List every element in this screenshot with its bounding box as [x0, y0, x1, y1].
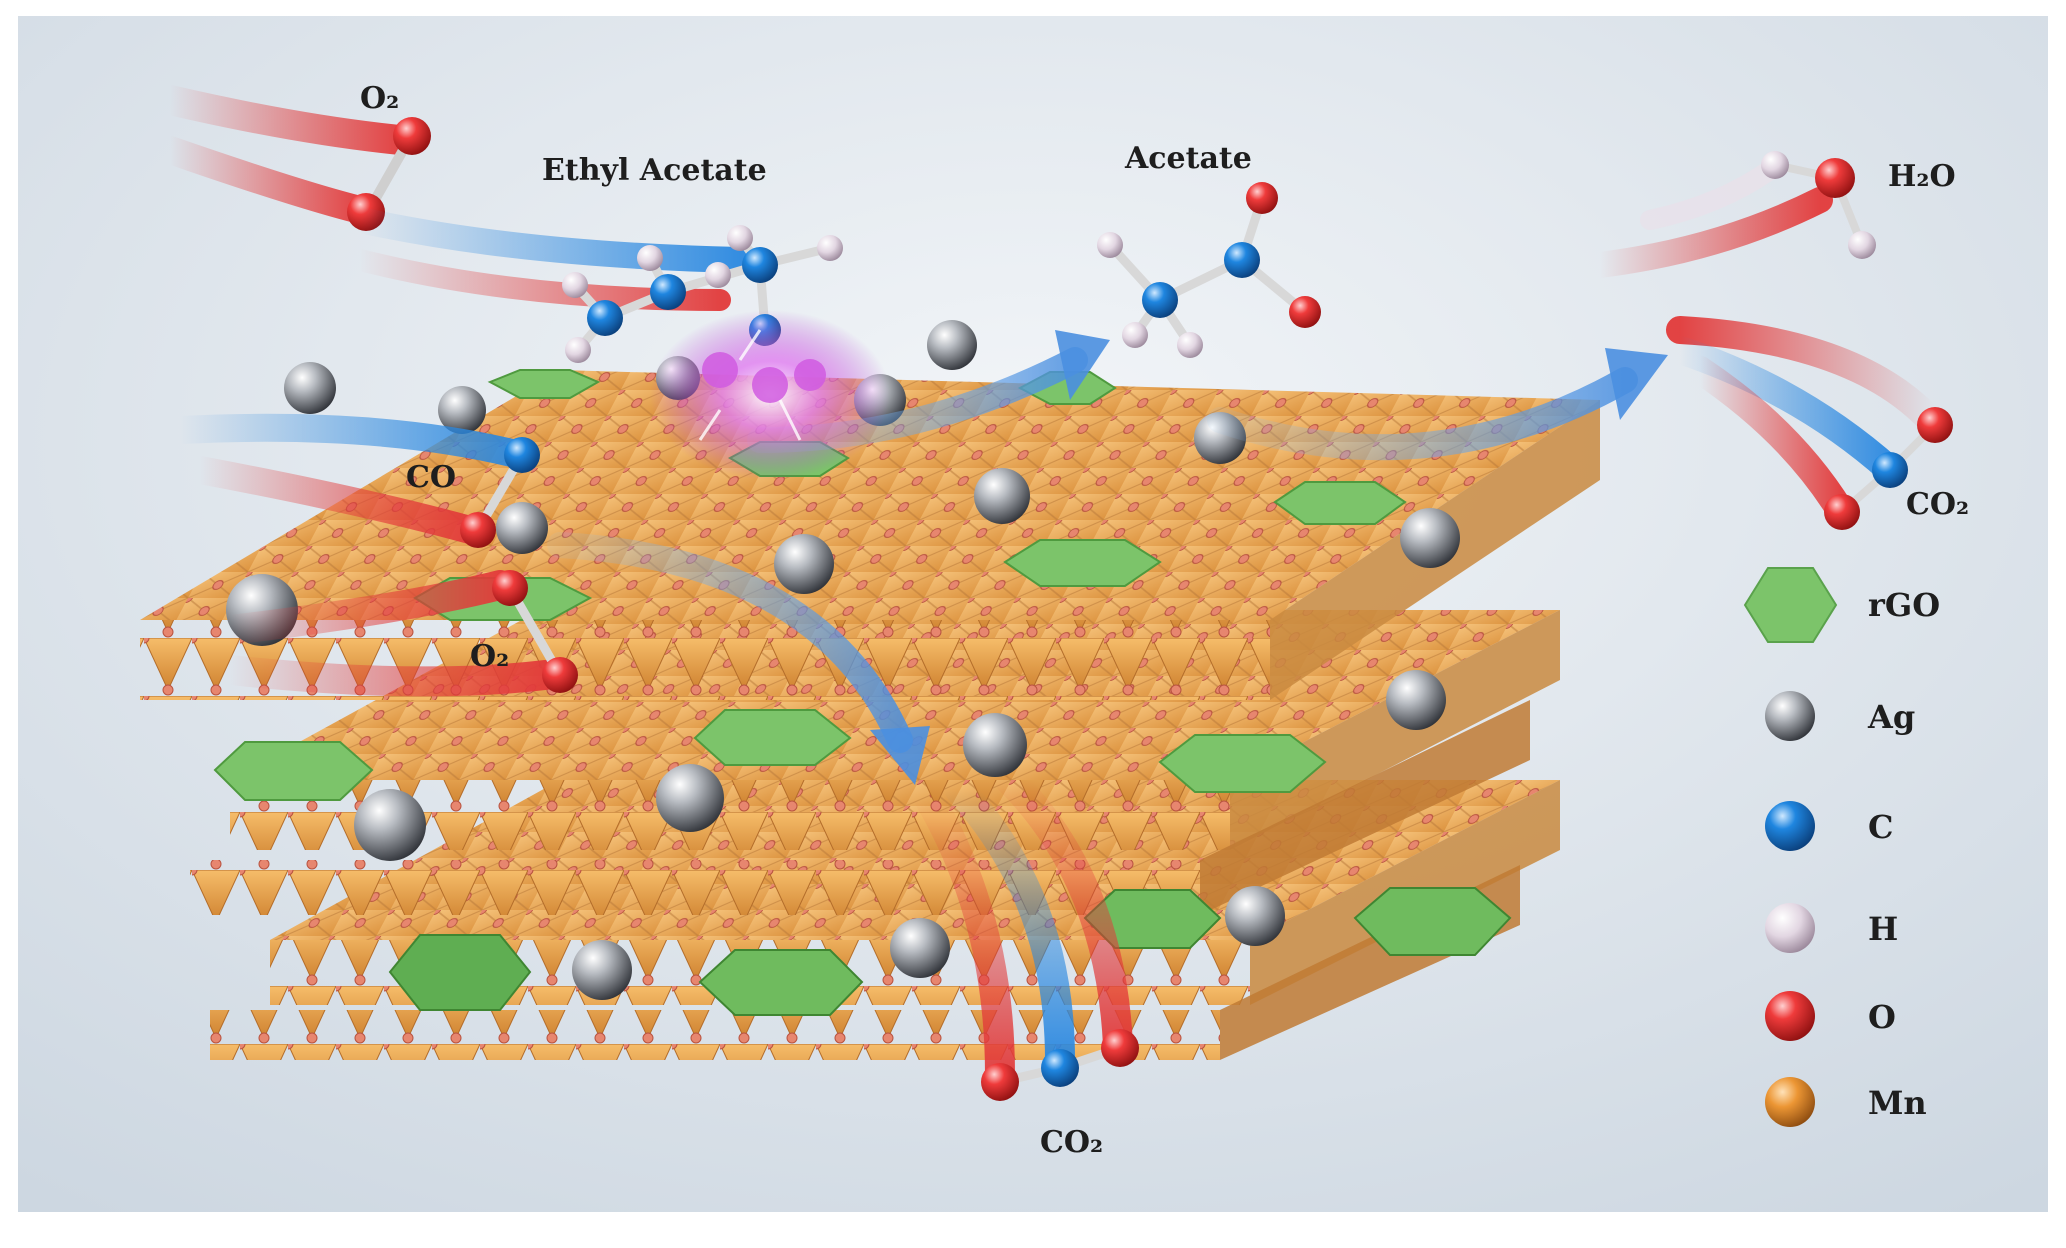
hydrogen-atom [565, 337, 591, 363]
ag-particle [927, 320, 977, 370]
hydrogen-atom [1122, 322, 1148, 348]
ag-particle [890, 918, 950, 978]
oxygen-atom [460, 512, 496, 548]
label-co: CO [406, 460, 456, 495]
carbon-atom [587, 300, 623, 336]
molecule-labels: O₂ Ethyl Acetate Acetate H₂O CO O₂ CO₂ C… [360, 81, 1969, 1160]
sphere-icon [1765, 991, 1815, 1041]
flow-arrow [1207, 367, 1638, 461]
oxygen-atom [393, 117, 431, 155]
legend-label: Ag [1867, 698, 1915, 736]
hydrogen-atom [727, 225, 753, 251]
carbon-atom [504, 437, 540, 473]
ag-particle [1225, 886, 1285, 946]
oxygen-atom [1824, 494, 1860, 530]
ag-particle [1400, 508, 1460, 568]
hydrogen-atom [562, 272, 588, 298]
oxygen-atom [492, 570, 528, 606]
ag-particle [438, 386, 486, 434]
label-ethyl-acetate: Ethyl Acetate [542, 153, 767, 188]
sphere-icon [1765, 1077, 1815, 1127]
oxygen-atom [1101, 1029, 1139, 1067]
rgo-sheet [693, 709, 852, 766]
ag-particle [284, 362, 336, 414]
hydrogen-atom [1848, 231, 1876, 259]
hexagon-icon [1743, 567, 1838, 643]
oxygen-atom [1289, 296, 1321, 328]
hydrogen-atom [1177, 332, 1203, 358]
h2o-stream [1587, 151, 1876, 278]
rgo-sheet [698, 949, 864, 1016]
ag-particle [963, 713, 1027, 777]
arrow-head [870, 726, 930, 785]
carbon-atom [1142, 282, 1178, 318]
rgo-sheet [388, 934, 532, 1011]
carbon-atom [1224, 242, 1260, 278]
ag-particle [974, 468, 1030, 524]
co2-right-stream [1666, 316, 1953, 530]
hydrogen-atom [817, 235, 843, 261]
label-co2-bottom: CO₂ [1040, 1125, 1103, 1160]
legend-label: Mn [1868, 1084, 1927, 1122]
active-site-glow [650, 310, 890, 480]
hydrogen-atom [1761, 151, 1789, 179]
co2-bottom-stream [915, 765, 1139, 1101]
oxygen-atom [981, 1063, 1019, 1101]
ag-particle [774, 534, 834, 594]
label-o2-top: O₂ [360, 81, 399, 116]
o2-mid-stream [215, 570, 578, 697]
rgo-sheet [1003, 539, 1162, 587]
hydrogen-atom [705, 262, 731, 288]
sphere-icon [1765, 801, 1815, 851]
rgo-sheet [1353, 887, 1512, 956]
ag-particle [656, 764, 724, 832]
ethyl-acetate-stream [347, 207, 843, 363]
label-o2-mid: O₂ [470, 639, 509, 674]
carbon-atom [1872, 452, 1908, 488]
rgo-sheet [213, 741, 374, 801]
legend-label: H [1868, 910, 1898, 948]
ag-particle [354, 789, 426, 861]
ag-particle [496, 502, 548, 554]
oxygen-atom [1917, 407, 1953, 443]
oxygen-atom [542, 657, 578, 693]
carbon-atom [650, 274, 686, 310]
label-acetate: Acetate [1124, 141, 1252, 176]
carbon-atom [1041, 1049, 1079, 1087]
acetate-molecule [1097, 182, 1321, 358]
legend-label: rGO [1868, 586, 1940, 624]
ag-particle [1386, 670, 1446, 730]
hydrogen-atom [637, 245, 663, 271]
o2-top-stream [155, 85, 431, 231]
rgo-sheet [1273, 481, 1407, 525]
legend-label: C [1868, 808, 1893, 846]
legend-label: O [1868, 998, 1896, 1036]
label-co2-right: CO₂ [1906, 487, 1969, 522]
label-h2o: H₂O [1888, 159, 1956, 194]
flow-arrow [547, 532, 913, 753]
legend: rGO Ag C H O Mn [1743, 567, 1940, 1127]
hydrogen-atom [1097, 232, 1123, 258]
arrow-head [1605, 348, 1668, 420]
rgo-sheet [487, 369, 601, 399]
oxygen-atom [1246, 182, 1278, 214]
rgo-sheet [1158, 734, 1327, 793]
sphere-icon [1765, 691, 1815, 741]
carbon-atom [742, 247, 778, 283]
oxygen-atom [1815, 158, 1855, 198]
arrow-head [1055, 330, 1110, 400]
co-stream [166, 413, 540, 548]
ag-particle [572, 940, 632, 1000]
sphere-icon [1765, 903, 1815, 953]
